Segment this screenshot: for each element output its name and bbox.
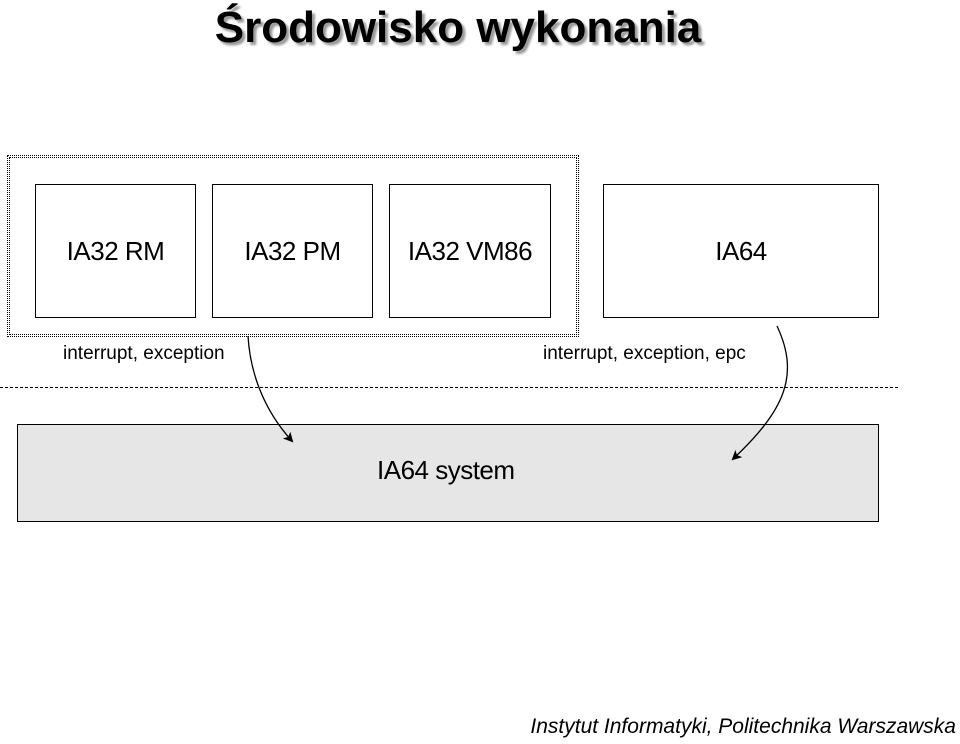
ia32-vm86-box: IA32 VM86 xyxy=(389,184,551,318)
ia32-pm-label: IA32 PM xyxy=(244,235,341,266)
ia32-vm86-label: IA32 VM86 xyxy=(407,235,533,266)
ia64-system-label: IA64 system xyxy=(377,455,515,485)
ia64-label: IA64 xyxy=(715,235,767,266)
ia32-event-label: interrupt, exception xyxy=(63,343,225,364)
ia32-rm-label: IA32 RM xyxy=(66,235,165,266)
ia64-box: IA64 xyxy=(603,184,879,318)
privilege-separator-line xyxy=(0,387,898,388)
ia32-modes-group xyxy=(7,155,579,337)
footer-institution: Instytut Informatyki, Politechnika Warsz… xyxy=(530,715,956,738)
ia32-pm-box: IA32 PM xyxy=(212,184,373,318)
page-title: Środowisko wykonania xyxy=(214,3,702,52)
ia32-rm-box: IA32 RM xyxy=(35,184,196,318)
ia64-event-label: interrupt, exception, epc xyxy=(543,343,746,364)
